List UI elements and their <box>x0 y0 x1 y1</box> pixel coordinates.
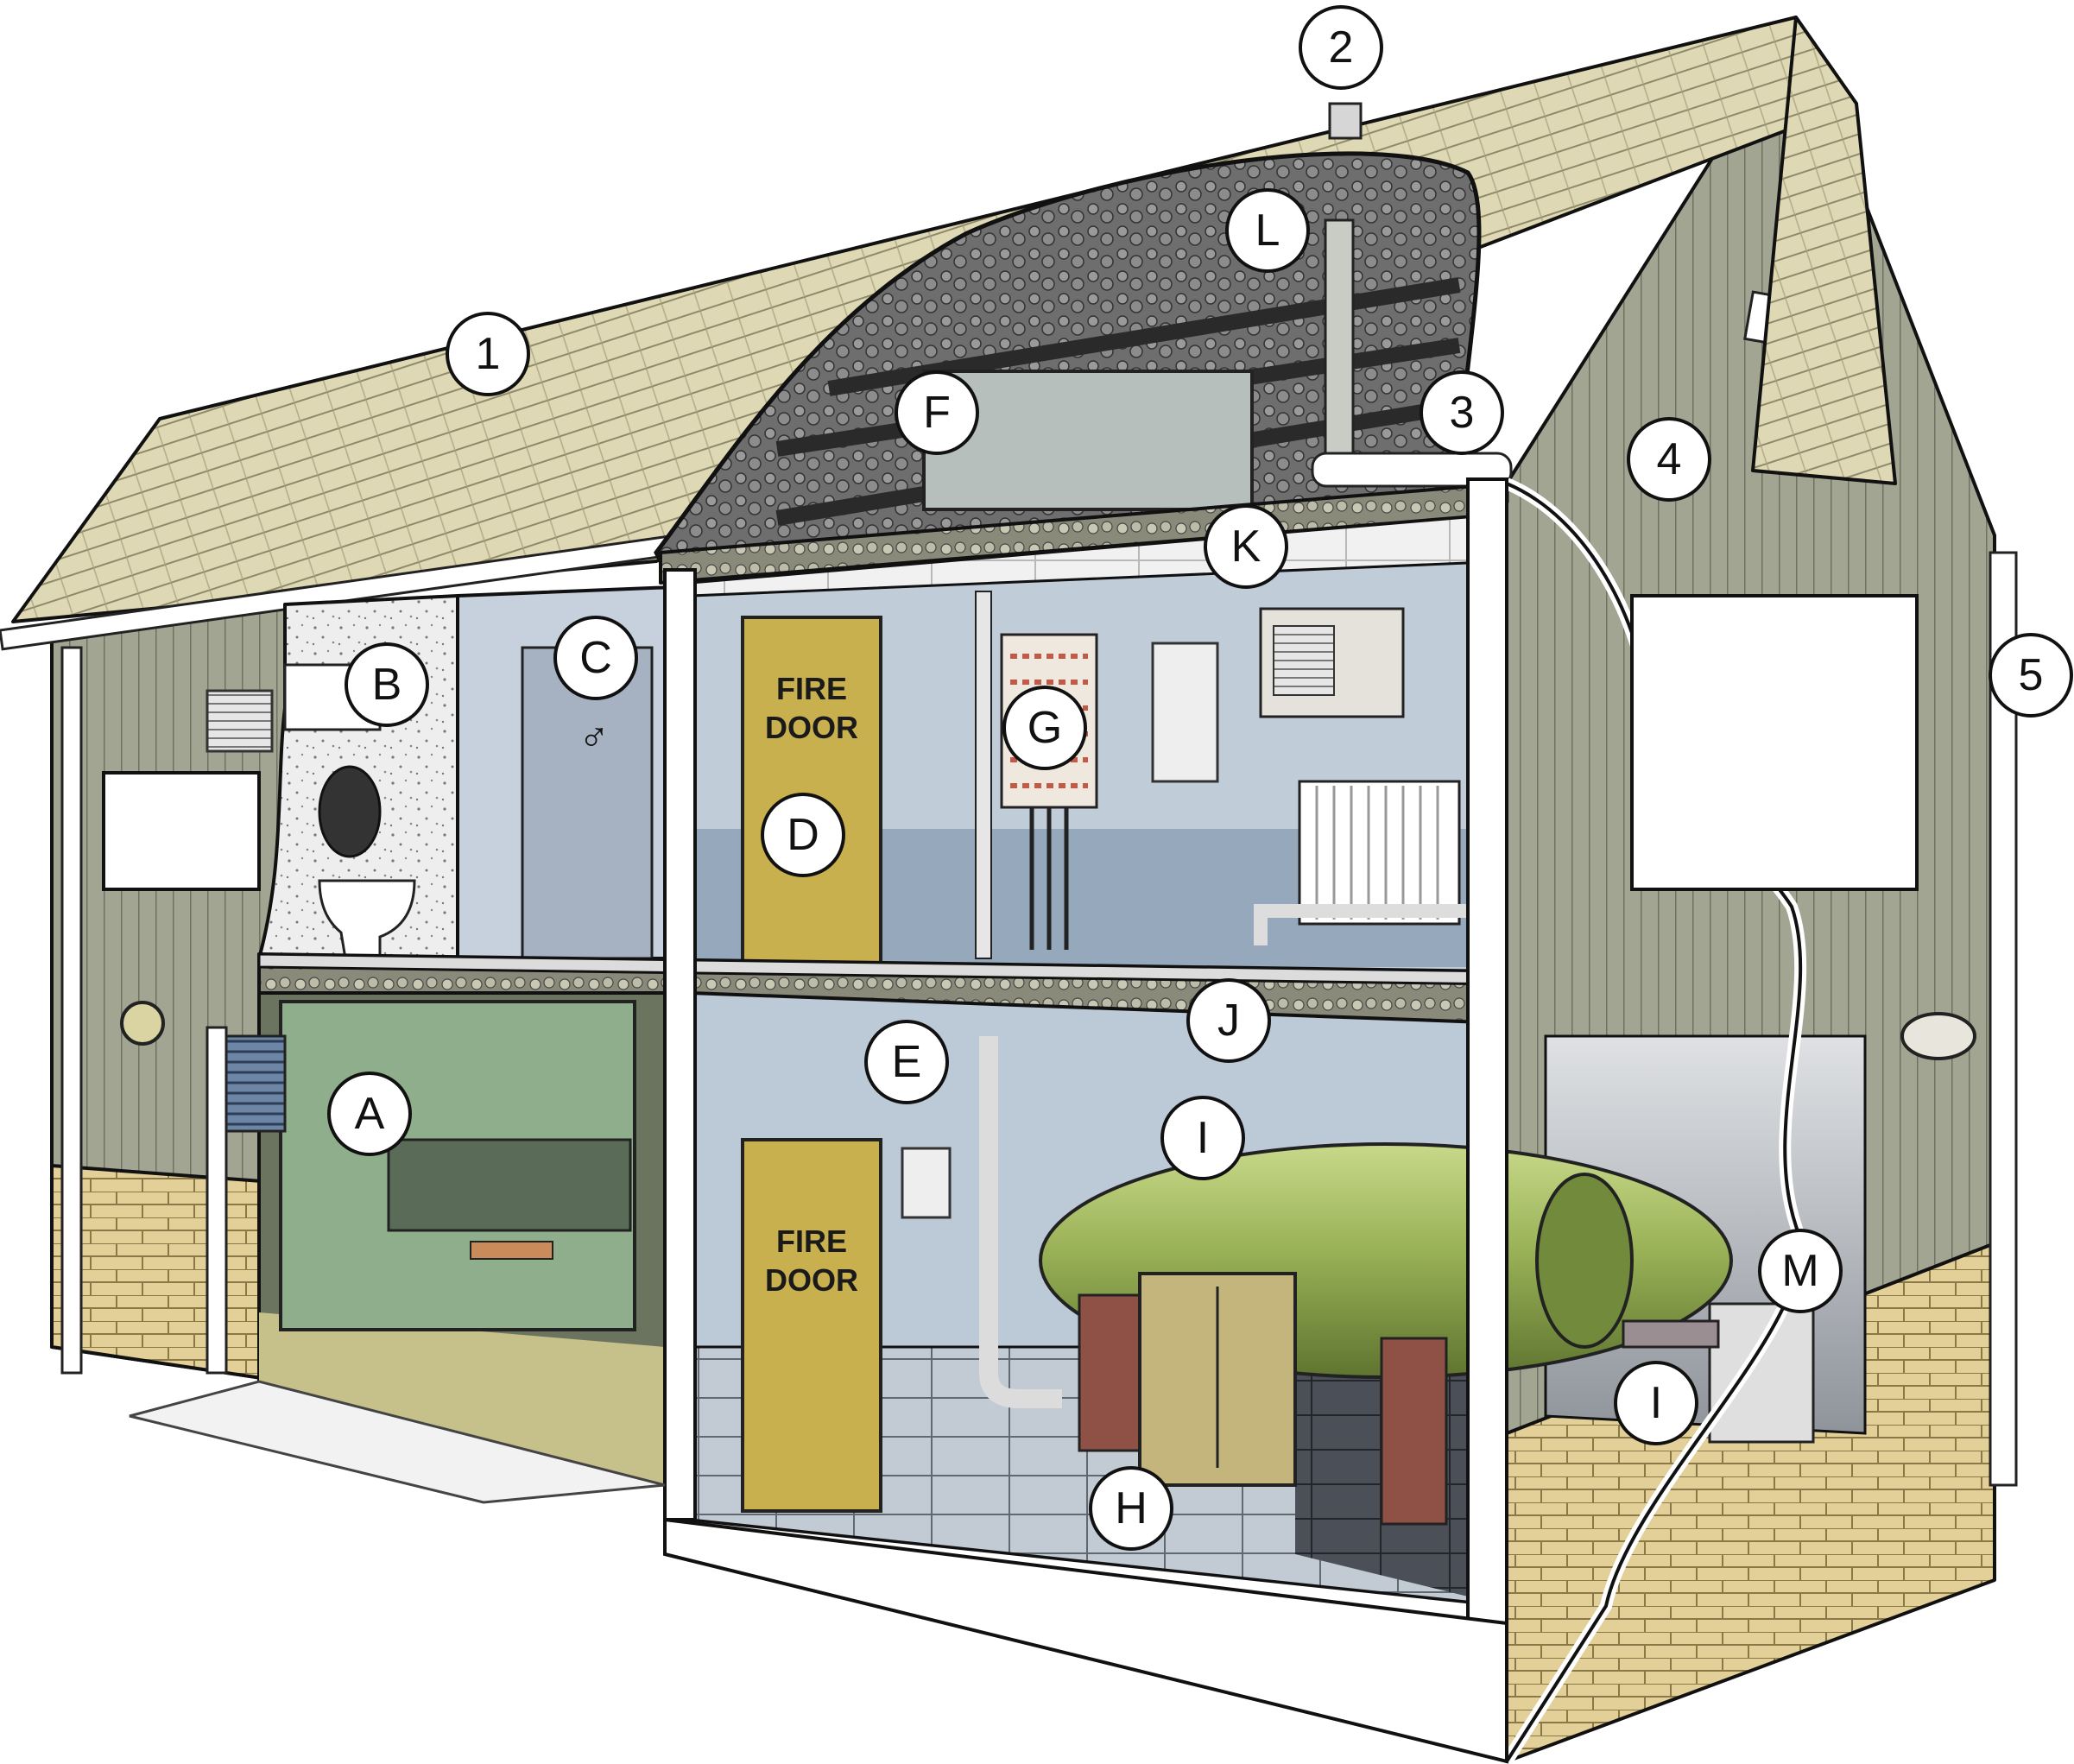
svg-text:B: B <box>372 660 402 710</box>
svg-text:D: D <box>787 810 819 860</box>
svg-text:DOOR: DOOR <box>765 1262 858 1298</box>
callout-G: G <box>1002 686 1087 770</box>
left-side-wall <box>50 603 287 1383</box>
svg-text:J: J <box>1217 996 1240 1046</box>
callout-F: F <box>895 370 979 455</box>
callout-I-tank: I <box>1160 1096 1245 1180</box>
svg-text:F: F <box>923 388 951 438</box>
toilet-bowl <box>318 879 416 960</box>
boiler-room-pipe <box>979 1036 1062 1408</box>
svg-text:L: L <box>1255 205 1280 256</box>
gable-wall-vent <box>1900 1012 1976 1060</box>
svg-text:K: K <box>1231 522 1261 572</box>
callout-A: A <box>327 1072 412 1156</box>
radiator <box>1298 780 1461 926</box>
flue-pipe <box>1324 218 1355 464</box>
svg-text:I: I <box>1650 1378 1662 1428</box>
fire-door-lower <box>741 1138 882 1513</box>
svg-text:2: 2 <box>1329 22 1354 73</box>
upper-floor: ♂ FIRE DOOR <box>257 512 1508 977</box>
boiler-pipework <box>1622 1319 1720 1349</box>
left-wall-vent <box>206 689 274 753</box>
callout-3: 3 <box>1420 370 1504 455</box>
base-slab <box>663 1517 1508 1764</box>
svg-text:G: G <box>1028 703 1062 753</box>
tank-saddle-right <box>1380 1337 1448 1526</box>
callout-D: D <box>761 793 845 877</box>
male-toilet-icon: ♂ <box>579 715 610 761</box>
callout-E: E <box>864 1020 949 1104</box>
partition-wall <box>663 568 697 1521</box>
notice-board <box>901 1147 952 1219</box>
left-wall-window <box>102 771 261 891</box>
riser-pipe <box>975 591 992 959</box>
callout-K: K <box>1204 504 1288 589</box>
callout-I-pipe: I <box>1614 1361 1698 1445</box>
svg-text:DOOR: DOOR <box>765 710 858 745</box>
toilet-seat <box>318 765 382 858</box>
entrance-step <box>129 1380 666 1504</box>
tank-saddle-left <box>1078 1293 1141 1452</box>
svg-text:M: M <box>1781 1246 1818 1296</box>
callout-2: 2 <box>1299 5 1383 90</box>
boiler-unit <box>1708 1302 1815 1444</box>
fire-door-upper-sign: FIRE DOOR <box>765 671 858 745</box>
callout-J: J <box>1186 978 1271 1063</box>
radiator-pipe <box>1254 904 1468 945</box>
left-downpipe <box>60 646 83 1375</box>
fuse-cables <box>1029 807 1069 950</box>
plant-room-doorframe <box>206 1026 228 1375</box>
callout-1: 1 <box>446 312 530 396</box>
callout-H: H <box>1089 1466 1173 1551</box>
gutter-end <box>1311 452 1513 488</box>
svg-text:FIRE: FIRE <box>776 671 847 706</box>
callout-B: B <box>345 642 429 727</box>
loft-tank <box>922 370 1254 511</box>
chimney-flue <box>1328 102 1363 140</box>
corner-post <box>1466 477 1508 1750</box>
svg-text:3: 3 <box>1450 388 1475 438</box>
svg-text:4: 4 <box>1657 434 1682 484</box>
callout-C: C <box>553 616 638 700</box>
fire-door-lower-sign: FIRE DOOR <box>765 1223 858 1298</box>
callout-L: L <box>1225 188 1310 273</box>
svg-text:E: E <box>892 1037 922 1087</box>
svg-text:I: I <box>1197 1113 1209 1163</box>
exterior-lamp <box>120 1001 165 1046</box>
svg-text:1: 1 <box>476 329 501 379</box>
gable-end-wall <box>1505 24 2018 1763</box>
callout-4: 4 <box>1627 417 1711 502</box>
callout-M: M <box>1758 1229 1843 1313</box>
svg-text:A: A <box>355 1089 385 1139</box>
svg-text:FIRE: FIRE <box>776 1223 847 1259</box>
fire-door-upper <box>741 616 882 969</box>
callout-5: 5 <box>1989 633 2073 718</box>
wall-panel <box>1151 642 1219 783</box>
louvre-grille <box>218 1034 287 1133</box>
svg-text:5: 5 <box>2019 650 2044 700</box>
upper-right-window <box>1630 594 1919 891</box>
toilet-door <box>521 646 654 960</box>
svg-text:H: H <box>1115 1483 1148 1533</box>
svg-text:C: C <box>579 633 612 683</box>
